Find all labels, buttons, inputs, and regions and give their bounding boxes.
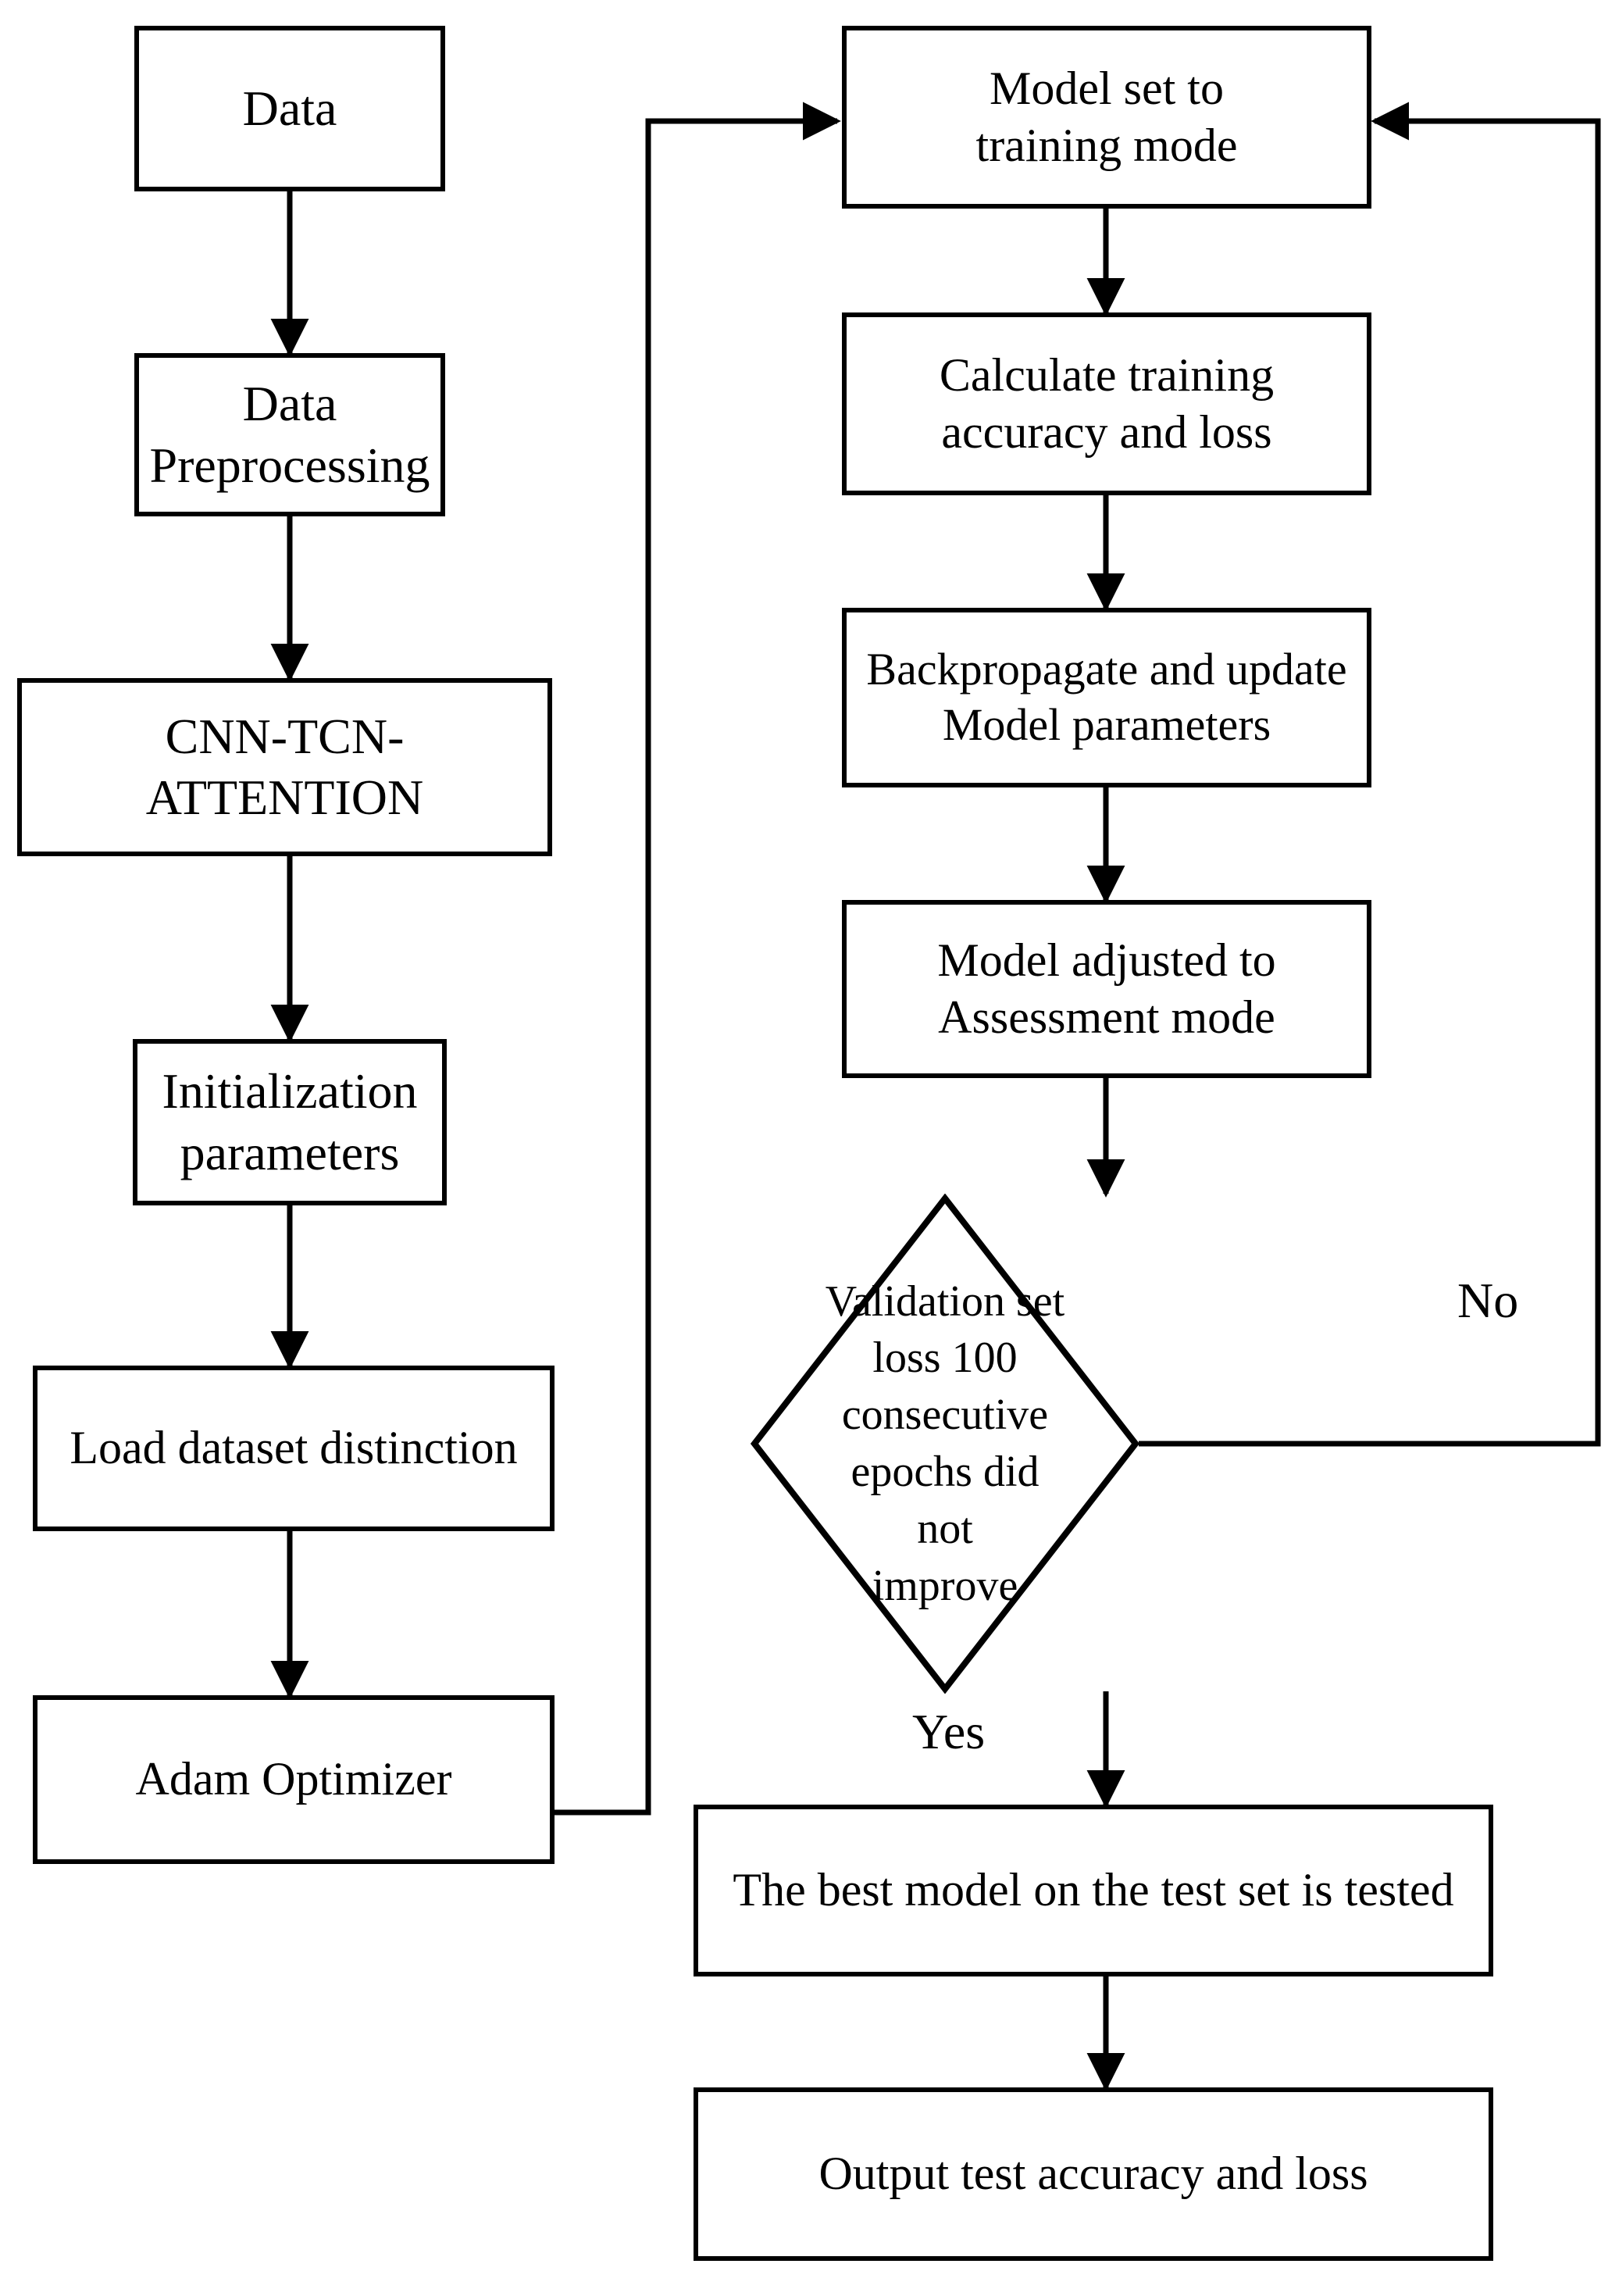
node-backpropagate-update-parameters[interactable]: Backpropagate and update Model parameter… [842, 608, 1371, 787]
node-model-adjusted-assessment-mode-label: Model adjusted to Assessment mode [937, 934, 1276, 1043]
node-best-model-test-set-tested-label: The best model on the test set is tested [733, 1864, 1454, 1916]
node-backpropagate-update-parameters-label: Backpropagate and update Model parameter… [866, 644, 1347, 750]
node-validation-loss-decision-label: Validation set loss 100 consecutive epoc… [825, 1277, 1065, 1610]
node-output-test-accuracy-loss[interactable]: Output test accuracy and loss [694, 2087, 1493, 2261]
node-model-adjusted-assessment-mode[interactable]: Model adjusted to Assessment mode [842, 900, 1371, 1078]
node-calculate-training-accuracy-loss[interactable]: Calculate training accuracy and loss [842, 312, 1371, 495]
node-load-dataset-distinction[interactable]: Load dataset distinction [33, 1366, 555, 1531]
node-data-preprocessing-label: Data Preprocessing [149, 376, 430, 493]
node-data[interactable]: Data [134, 26, 445, 191]
node-best-model-test-set-tested[interactable]: The best model on the test set is tested [694, 1805, 1493, 1976]
node-validation-loss-decision[interactable]: Validation set loss 100 consecutive epoc… [750, 1194, 1140, 1694]
node-load-dataset-distinction-label: Load dataset distinction [70, 1422, 518, 1474]
node-adam-optimizer-label: Adam Optimizer [135, 1753, 452, 1805]
diamond-shape [750, 1194, 1140, 1694]
edge-label-yes: Yes [912, 1704, 986, 1759]
node-model-set-training-mode-label: Model set to training mode [975, 62, 1238, 171]
node-cnn-tcn-attention-label: CNN-TCN-ATTENTION [145, 708, 424, 825]
edge-label-no: No [1457, 1273, 1519, 1328]
node-adam-optimizer[interactable]: Adam Optimizer [33, 1695, 555, 1864]
node-model-set-training-mode[interactable]: Model set to training mode [842, 26, 1371, 209]
node-initialization-parameters[interactable]: Initialization parameters [133, 1039, 447, 1205]
node-cnn-tcn-attention[interactable]: CNN-TCN-ATTENTION [17, 678, 552, 856]
node-data-preprocessing[interactable]: Data Preprocessing [134, 353, 445, 516]
node-data-label: Data [242, 80, 337, 136]
node-output-test-accuracy-loss-label: Output test accuracy and loss [818, 2148, 1368, 2200]
node-initialization-parameters-label: Initialization parameters [162, 1063, 418, 1180]
node-calculate-training-accuracy-loss-label: Calculate training accuracy and loss [939, 348, 1275, 458]
